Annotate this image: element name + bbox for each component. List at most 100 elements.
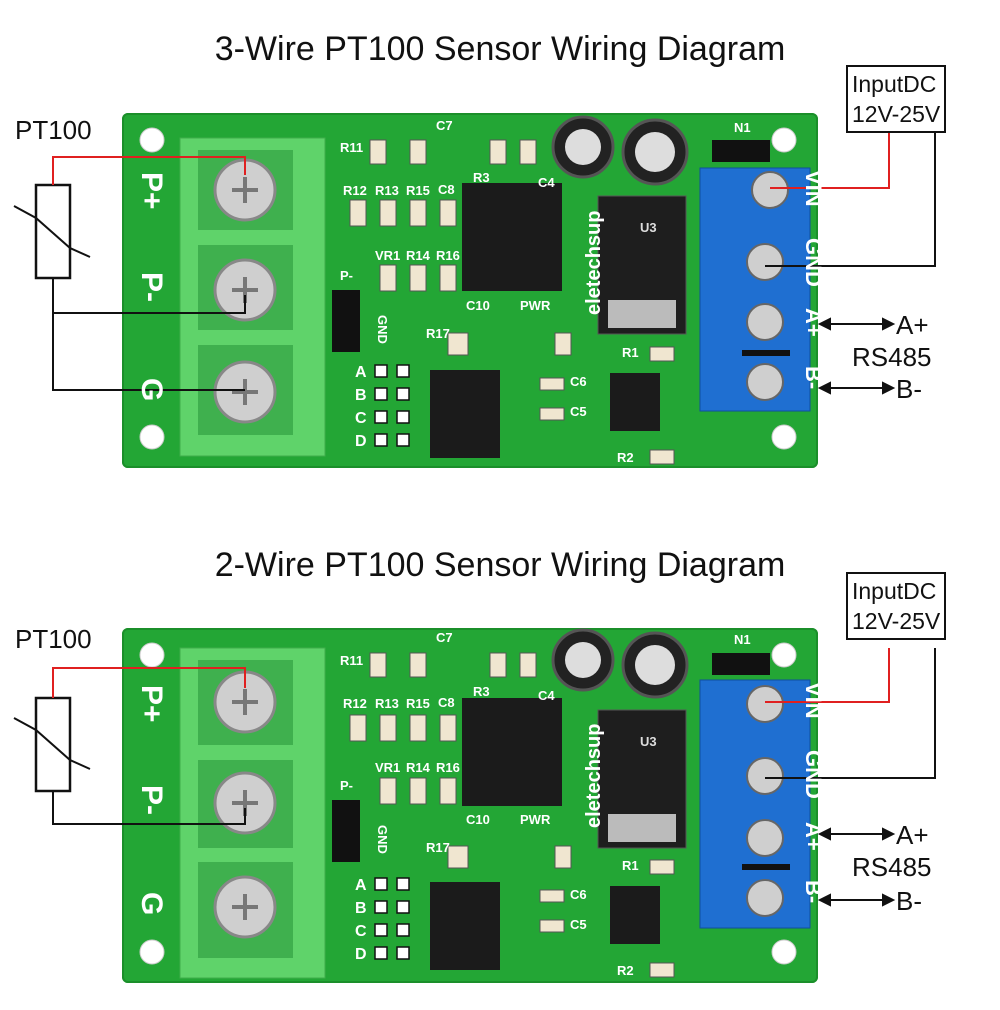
comp-c5: C5: [570, 917, 587, 932]
ic-rs485: [430, 370, 500, 458]
comp-n1: N1: [734, 632, 751, 647]
terminal-label-a: A+: [801, 308, 826, 337]
wire-black-g: [52, 313, 245, 391]
terminal-label-p-minus: P-: [135, 785, 168, 815]
comp-r13: R13: [375, 696, 399, 711]
mode-label-c: C: [355, 923, 367, 940]
wire-red-sensor: [52, 667, 246, 698]
jumper: [332, 290, 360, 352]
ic-rs485: [430, 882, 500, 970]
comp-r14: R14: [406, 248, 430, 263]
rs485-label: RS485: [852, 342, 932, 372]
rs485-a-label: A+: [896, 820, 929, 850]
screw-a: [746, 819, 784, 857]
ic-main: [462, 183, 562, 291]
terminal-label-b: B-: [801, 366, 826, 390]
input-dc-line2: 12V-25V: [852, 608, 941, 634]
terminal-label-b: B-: [801, 880, 826, 904]
terminal-label-g: G: [135, 892, 168, 916]
wire-black-p-minus: [52, 278, 246, 314]
comp-r11: R11: [340, 140, 364, 155]
comp-c4: C4: [538, 175, 555, 190]
comp-r13: R13: [375, 183, 399, 198]
comp-pwr: PWR: [520, 298, 551, 313]
screw-a: [746, 303, 784, 341]
screw-b: [746, 363, 784, 401]
pt100-resistor-symbol: [34, 183, 72, 280]
rs485-b-label: B-: [896, 374, 922, 404]
mode-label-a: A: [355, 364, 367, 381]
ic-main: [462, 698, 562, 806]
wire-red-vin: [770, 133, 890, 189]
comp-r2: R2: [617, 450, 634, 465]
comp-r12: R12: [343, 183, 367, 198]
wire-black-gnd: [765, 648, 936, 779]
jumper-label-p: P-: [340, 778, 353, 793]
panel-title: 2-Wire PT100 Sensor Wiring Diagram: [214, 546, 786, 584]
rs485-a-label: A+: [896, 310, 929, 340]
comp-c7: C7: [436, 118, 453, 133]
wire-black-p-minus: [52, 791, 246, 825]
comp-c8: C8: [438, 182, 455, 197]
panel-2-wire: 2-Wire PT100 Sensor Wiring Diagram: [0, 510, 1000, 1010]
screw-b: [746, 879, 784, 917]
screw-gnd: [746, 757, 784, 795]
brand-label: eletechsup: [583, 210, 605, 315]
board-drawing: [13, 115, 936, 465]
terminal-label-gnd: GND: [801, 750, 826, 799]
jumper-label-gnd: GND: [374, 315, 390, 344]
mode-label-d: D: [355, 433, 367, 450]
wire-red-vin: [765, 648, 890, 703]
terminal-label-a: A+: [801, 822, 826, 851]
comp-c10: C10: [466, 812, 490, 827]
comp-c5: C5: [570, 404, 587, 419]
terminal-label-gnd: GND: [801, 238, 826, 287]
panel-title: 3-Wire PT100 Sensor Wiring Diagram: [214, 30, 786, 68]
ic-small: [610, 886, 660, 944]
rs485-label: RS485: [852, 852, 932, 882]
comp-r12: R12: [343, 696, 367, 711]
panel-3-wire: 3-Wire PT100 Sensor Wiring Diagram: [0, 0, 1000, 500]
comp-pwr: PWR: [520, 812, 551, 827]
input-dc-line1: InputDC: [852, 578, 937, 604]
comp-c7: C7: [436, 630, 453, 645]
comp-r1: R1: [622, 345, 639, 360]
terminal-label-vin: VIN: [801, 170, 826, 207]
comp-r17: R17: [426, 840, 450, 855]
mode-label-c: C: [355, 410, 367, 427]
comp-r15: R15: [406, 183, 430, 198]
comp-r3: R3: [473, 170, 490, 185]
terminal-label-p-minus: P-: [135, 272, 168, 302]
rs485-b-label: B-: [896, 886, 922, 916]
comp-r2: R2: [617, 963, 634, 978]
comp-r15: R15: [406, 696, 430, 711]
screw-vin: [746, 685, 784, 723]
screw-vin: [751, 171, 789, 209]
comp-vr1: VR1: [375, 760, 401, 775]
comp-r3: R3: [473, 684, 490, 699]
input-dc-line2: 12V-25V: [852, 101, 941, 127]
jumper: [332, 800, 360, 862]
comp-c6: C6: [570, 887, 587, 902]
mode-label-b: B: [355, 900, 367, 917]
comp-r17: R17: [426, 326, 450, 341]
jumper-label-gnd: GND: [374, 825, 390, 854]
comp-r16: R16: [436, 248, 460, 263]
wire-black-gnd: [765, 133, 936, 267]
comp-c4: C4: [538, 688, 555, 703]
sensor-label: PT100: [15, 624, 92, 654]
mode-label-a: A: [355, 877, 367, 894]
terminal-label-g: G: [135, 378, 168, 402]
comp-r14: R14: [406, 760, 430, 775]
comp-r11: R11: [340, 653, 364, 668]
screw-gnd: [746, 243, 784, 281]
terminal-label-p-plus: P+: [135, 172, 168, 210]
comp-n1: N1: [734, 120, 751, 135]
wire-red-sensor: [52, 156, 246, 185]
comp-c10: C10: [466, 298, 490, 313]
jumper-label-p: P-: [340, 268, 353, 283]
comp-vr1: VR1: [375, 248, 401, 263]
terminal-label-p-plus: P+: [135, 685, 168, 723]
board-drawing: [13, 628, 936, 979]
comp-r16: R16: [436, 760, 460, 775]
